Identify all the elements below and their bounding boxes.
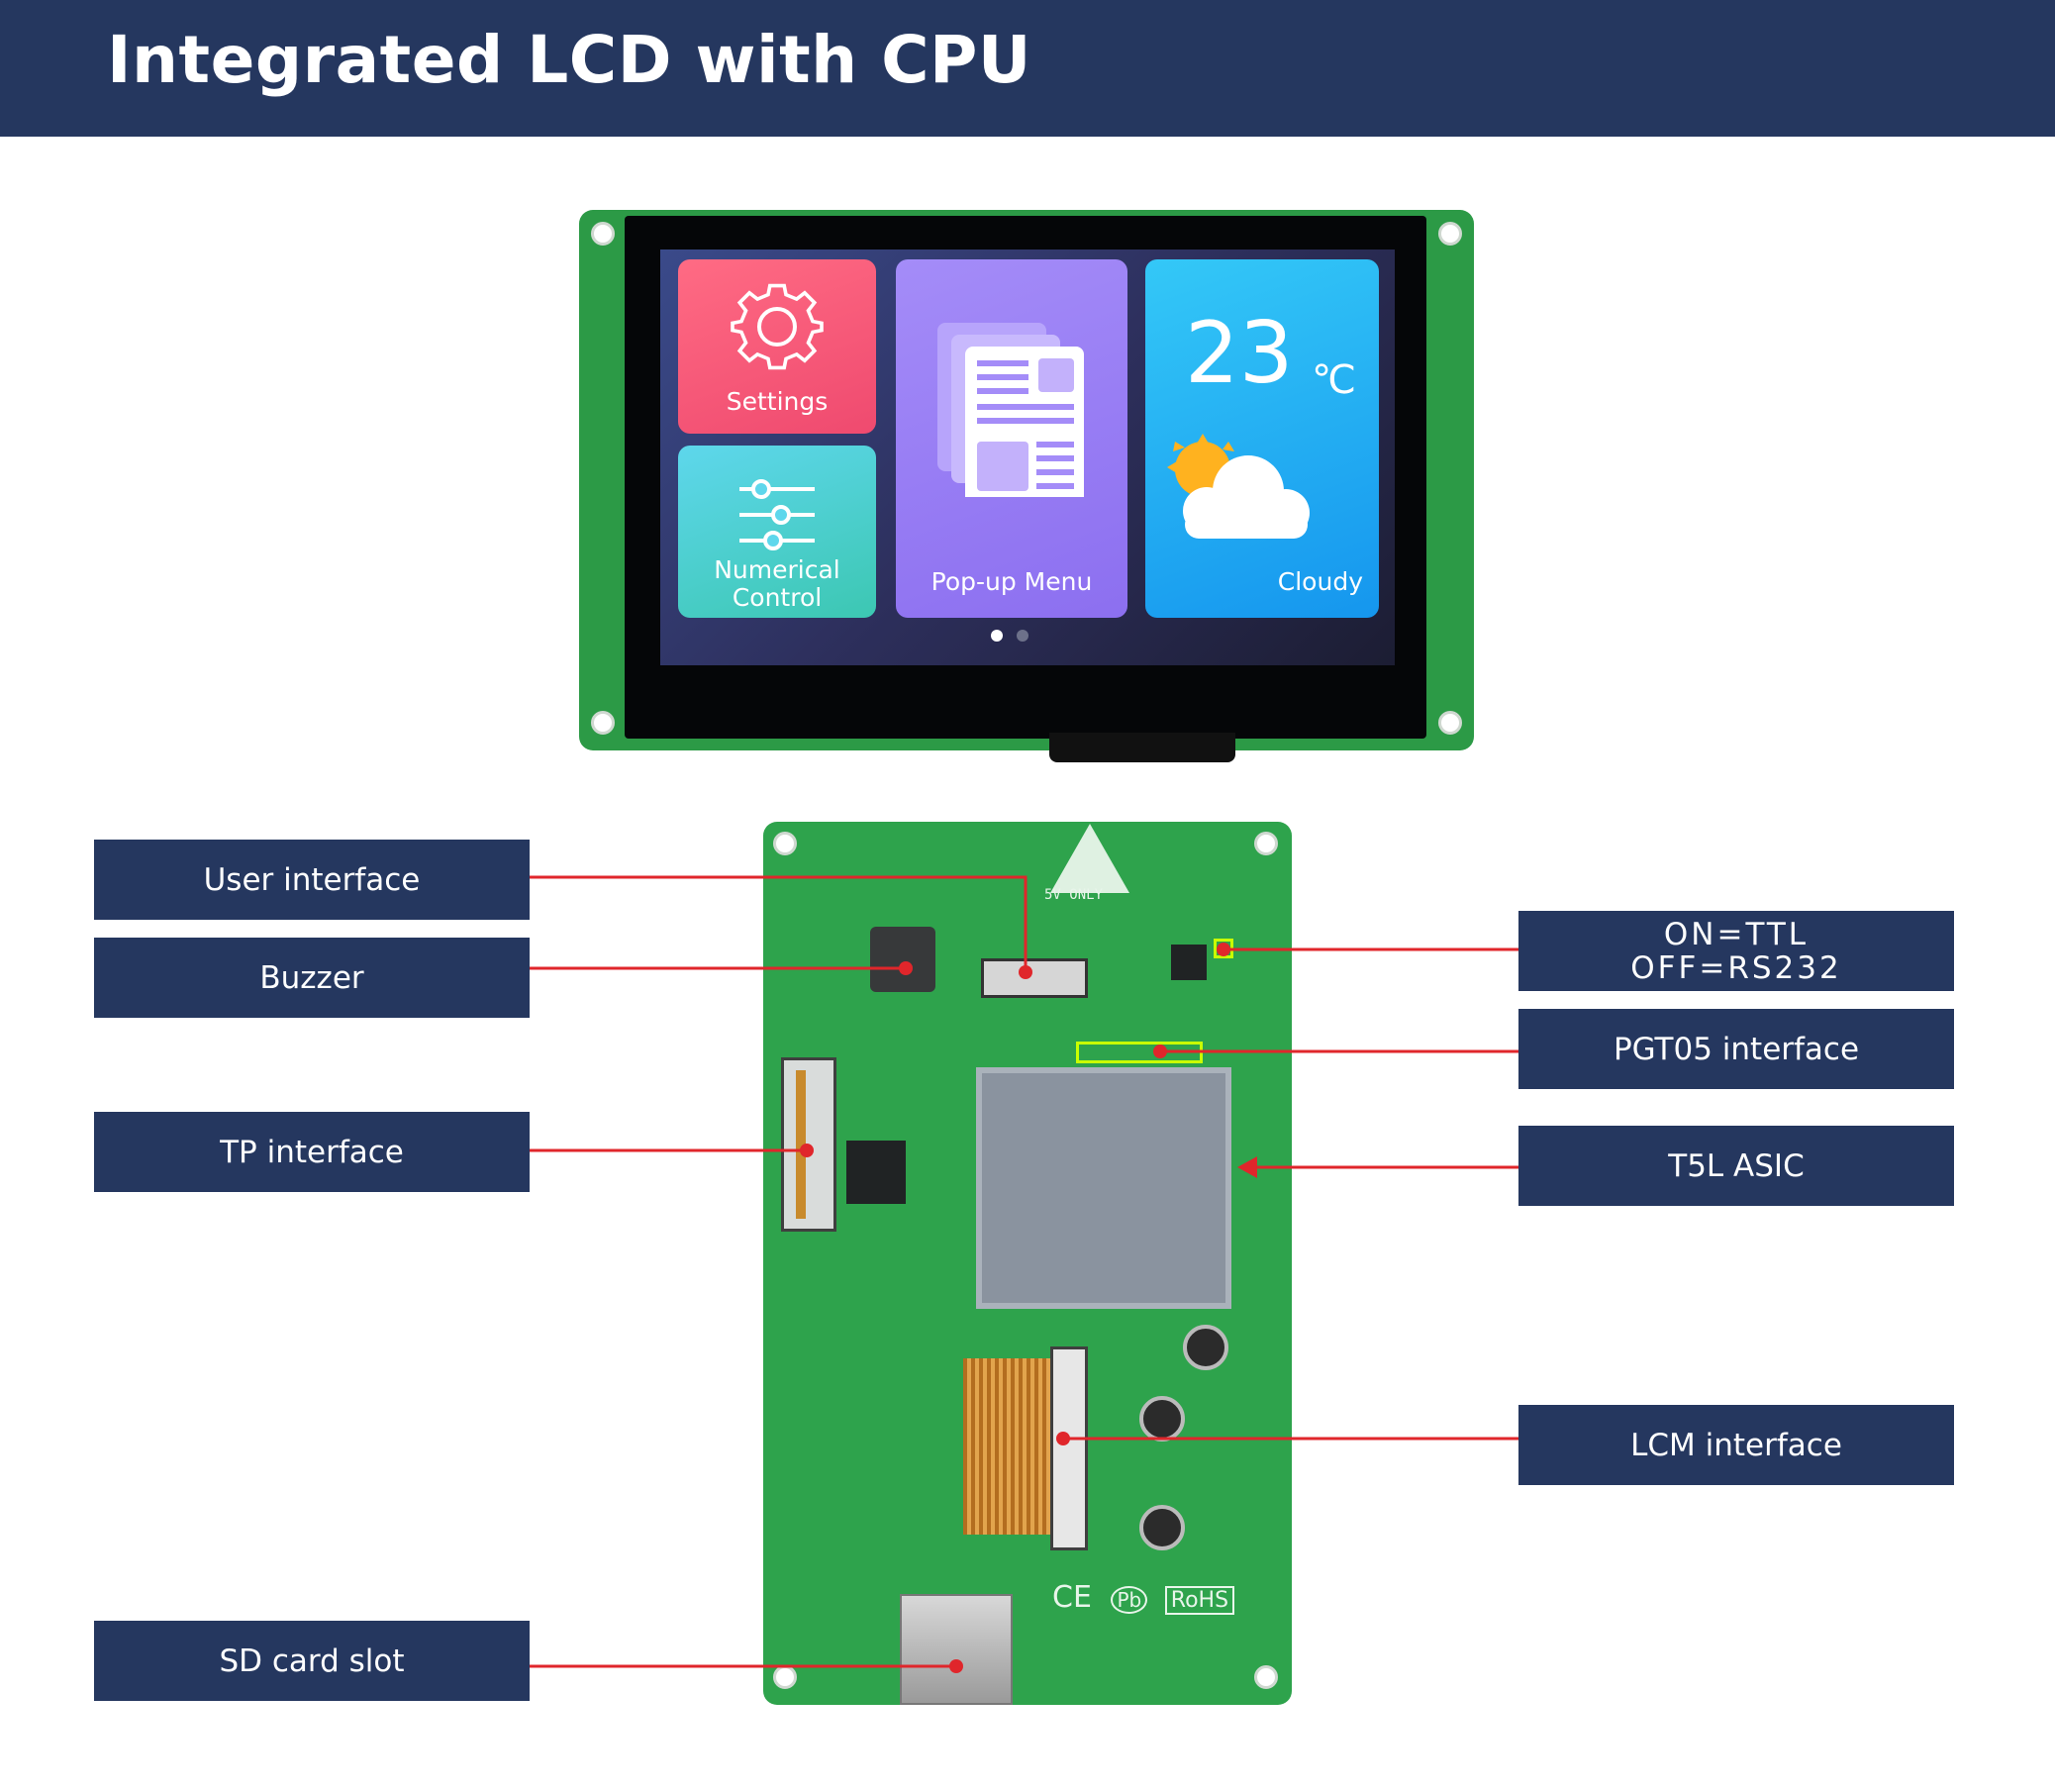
mounting-hole — [1254, 1665, 1278, 1689]
numerical-label-line2: Control — [732, 583, 823, 612]
warning-text: 5V ONLY — [1044, 887, 1104, 903]
tp-connector — [781, 1057, 836, 1232]
gear-icon — [731, 283, 824, 370]
leader-dot — [1153, 1045, 1167, 1058]
partly-cloudy-icon — [1167, 434, 1310, 539]
page-title: Integrated LCD with CPU — [107, 22, 1031, 98]
document-icon — [937, 323, 1084, 497]
warning-icon — [1050, 824, 1129, 893]
leader-dot — [1056, 1432, 1070, 1445]
ttl-chip — [1171, 945, 1207, 980]
header-bar: Integrated LCD with CPU — [0, 0, 2055, 137]
sd-card-slot — [900, 1594, 1013, 1705]
settings-label: Settings — [726, 387, 829, 416]
lcm-fpc-cable — [963, 1358, 1062, 1535]
page-dot[interactable] — [1017, 630, 1028, 642]
label-user-interface: User interface — [94, 840, 530, 920]
lcd-screen: Settings Numerical Control — [660, 249, 1395, 665]
leader-dot — [800, 1144, 814, 1157]
sliders-icon — [739, 479, 815, 550]
weather-label: Cloudy — [1277, 567, 1363, 596]
pb-free-mark: Pb — [1111, 1586, 1148, 1614]
label-sd-card-slot: SD card slot — [94, 1621, 530, 1701]
page-dot-active[interactable] — [991, 630, 1003, 642]
temperature-unit: ℃ — [1312, 357, 1356, 403]
numerical-control-tile[interactable]: Numerical Control — [678, 446, 876, 618]
weather-tile[interactable]: 23 ℃ Cloudy — [1145, 259, 1379, 618]
mounting-hole — [1254, 832, 1278, 855]
leader-dot — [949, 1659, 963, 1673]
compliance-marks: CE Pb RoHS — [1052, 1580, 1235, 1615]
settings-tile[interactable]: Settings — [678, 259, 876, 434]
rohs-mark: RoHS — [1164, 1586, 1235, 1615]
label-ttl-line2: OFF=RS232 — [1630, 949, 1842, 986]
capacitor — [1139, 1505, 1185, 1550]
popup-menu-tile[interactable]: Pop-up Menu — [896, 259, 1127, 618]
mounting-hole — [1438, 222, 1462, 246]
ce-mark: CE — [1052, 1580, 1092, 1615]
label-t5l-asic: T5L ASIC — [1518, 1126, 1954, 1206]
front-lcd-module: Settings Numerical Control — [579, 210, 1474, 762]
flash-chip — [846, 1141, 906, 1204]
temperature-value: 23 — [1185, 304, 1294, 403]
numerical-label-line1: Numerical — [714, 555, 840, 584]
t5l-asic-chip — [976, 1067, 1231, 1309]
label-ttl-line1: ON=TTL — [1663, 916, 1810, 952]
leader-dot — [899, 961, 913, 975]
user-interface-connector — [981, 958, 1088, 998]
mounting-hole — [591, 711, 615, 735]
leader-dot — [1217, 943, 1230, 956]
lcm-connector — [1050, 1346, 1088, 1550]
mounting-hole — [1438, 711, 1462, 735]
label-ttl-rs232: ON=TTL OFF=RS232 — [1518, 911, 1954, 991]
buzzer-component — [870, 927, 935, 992]
leader-arrowhead — [1237, 1156, 1257, 1178]
numerical-control-label: Numerical Control — [678, 556, 876, 612]
label-tp-interface: TP interface — [94, 1112, 530, 1192]
label-pgt05-interface: PGT05 interface — [1518, 1009, 1954, 1089]
capacitor — [1183, 1325, 1228, 1370]
label-lcm-interface: LCM interface — [1518, 1405, 1954, 1485]
mounting-hole — [773, 832, 797, 855]
popup-menu-label: Pop-up Menu — [930, 567, 1093, 596]
mounting-hole — [591, 222, 615, 246]
leader-dot — [1019, 965, 1032, 979]
leader-user-interface — [530, 875, 1028, 972]
label-buzzer: Buzzer — [94, 938, 530, 1018]
fpc-tab — [1049, 733, 1235, 762]
